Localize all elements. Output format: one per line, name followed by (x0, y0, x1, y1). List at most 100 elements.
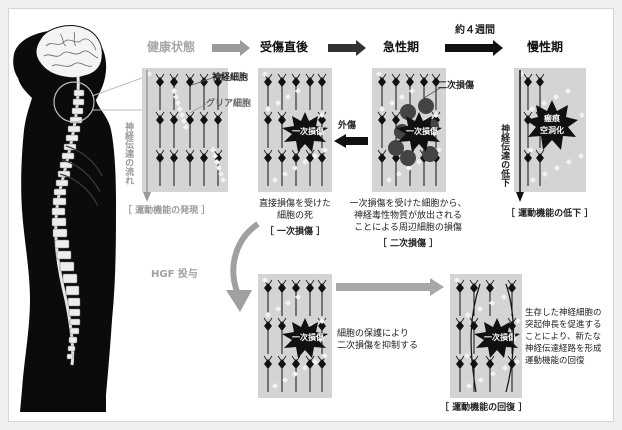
caption-motor-expression: ［ 運動機能の発現 ］ (123, 206, 211, 216)
label-leaders (189, 77, 213, 114)
neuron-icon (377, 73, 387, 110)
neuron-icon (305, 73, 315, 110)
neuron-icon (291, 355, 301, 392)
neuron-icon (405, 73, 415, 110)
glial-cell-icon (578, 153, 584, 159)
caption-hgf-mid-1: 細胞の保護により (337, 329, 409, 339)
glial-cell-icon (489, 300, 495, 306)
neuron-icon (317, 73, 327, 110)
secondary-injury-leader (423, 87, 441, 99)
glial-cell-icon (285, 300, 291, 306)
glial-cell-icon (218, 171, 224, 177)
arrow-hgf-to-recovery (336, 278, 444, 296)
label-nerve-cell: 神経細胞 (212, 73, 249, 83)
glial-cell-icon (295, 294, 301, 300)
glial-cell-icon (262, 277, 268, 283)
hgf-curved-arrow (226, 221, 260, 312)
glial-cell-icon (490, 371, 496, 377)
glial-cell-icon (579, 112, 585, 118)
caption-immediate-1: 直接損傷を受けた (258, 199, 331, 209)
label-signal-flow: 神経伝達の流れ (123, 122, 134, 185)
glial-cell-icon (379, 106, 385, 112)
glial-cell-icon (262, 71, 268, 77)
neuron-icon (317, 279, 327, 316)
neuron-icon (317, 149, 327, 186)
caption-immediate-2: 細胞の死 (276, 211, 313, 221)
glial-cell-icon (173, 94, 179, 100)
neuron-icon (291, 73, 301, 110)
caption-acute-1: 一次損傷を受けた細胞から、 (349, 199, 467, 209)
glial-cell-icon (465, 312, 471, 318)
glial-cell-icon (477, 306, 483, 312)
glial-cell-icon (502, 365, 508, 371)
glial-cell-icon (416, 159, 422, 165)
glial-cell-icon (409, 88, 415, 94)
scar-cavity-burst (526, 100, 578, 150)
neuron-icon (169, 111, 179, 148)
glial-cell-icon (181, 118, 187, 124)
label-primary-injury-hgf-a: 一次損傷 (292, 333, 324, 342)
glial-cell-icon (265, 312, 271, 318)
neuron-icon (305, 279, 315, 316)
primary-injury-burst-hgf-b (474, 318, 520, 358)
caption-chronic-tag: ［ 運動機能の低下 ］ (506, 209, 594, 219)
arrow-acute-to-chronic (445, 40, 503, 56)
label-signal-drop: 神経伝達の低下 (499, 124, 510, 187)
glial-cell-icon (272, 383, 278, 389)
caption-recovery-3: ことにより、新たな (525, 332, 601, 342)
glial-cell-icon (478, 377, 484, 383)
glial-cell-icon (275, 306, 281, 312)
label-trauma: 外傷 (338, 121, 357, 131)
label-scar: 瘢痕 (544, 114, 560, 123)
neuron-icon (185, 73, 195, 110)
caption-acute-tag: ［ 二次損傷 ］ (377, 239, 439, 249)
glial-cell-icon (386, 177, 392, 183)
glial-cell-icon (212, 153, 218, 159)
neuron-icon (185, 111, 195, 148)
neuron-icon (263, 279, 273, 316)
glial-cell-icon (319, 318, 325, 324)
caption-acute-2: 神経毒性物質が放出される (353, 211, 462, 221)
glial-cell-icon (285, 94, 291, 100)
glial-cell-icon (514, 359, 520, 365)
caption-immediate-tag: ［ 一次損傷 ］ (264, 227, 326, 237)
neuron-icon (317, 355, 327, 392)
glial-cell-icon (210, 147, 216, 153)
stage-chronic: 慢性期 (527, 40, 564, 54)
glial-cell-icon (389, 100, 395, 106)
primary-injury-burst-hgf-a (282, 318, 328, 358)
neuron-icon (199, 111, 209, 148)
neuron-icon (305, 355, 315, 392)
glial-cell-icon (501, 294, 507, 300)
glial-cell-icon (542, 171, 548, 177)
neuron-icon (213, 111, 223, 148)
trauma-arrow (334, 134, 368, 148)
neuron-icon (185, 149, 195, 186)
glial-cell-icon (265, 106, 271, 112)
neuron-icon (305, 149, 315, 186)
glial-cell-icon (322, 353, 328, 359)
neuron-icon (263, 317, 273, 354)
arrow-immediate-to-acute (328, 40, 366, 56)
glial-cell-icon (275, 100, 281, 106)
label-primary-injury-acute: 一次損傷 (406, 127, 438, 136)
caption-acute-3: ことによる周辺細胞の損傷 (354, 223, 462, 233)
primary-injury-burst-acute (396, 112, 442, 152)
glial-cell-icon (295, 88, 301, 94)
glial-cell-icon (179, 112, 185, 118)
neuron-icon (263, 149, 273, 186)
label-hgf: HGF 投与 (151, 269, 198, 280)
neuron-icon (535, 73, 545, 110)
glial-cell-icon (175, 100, 181, 106)
neuron-icon (263, 73, 273, 110)
neuron-icon (523, 73, 533, 110)
glial-cell-icon (183, 124, 189, 130)
neuron-icon (431, 73, 441, 110)
glial-cell-icon (319, 112, 325, 118)
neuron-array-hgf-protection (262, 277, 328, 392)
glial-cell-icon (312, 359, 318, 365)
neuron-icon (155, 149, 165, 186)
glial-cell-icon (515, 318, 521, 324)
